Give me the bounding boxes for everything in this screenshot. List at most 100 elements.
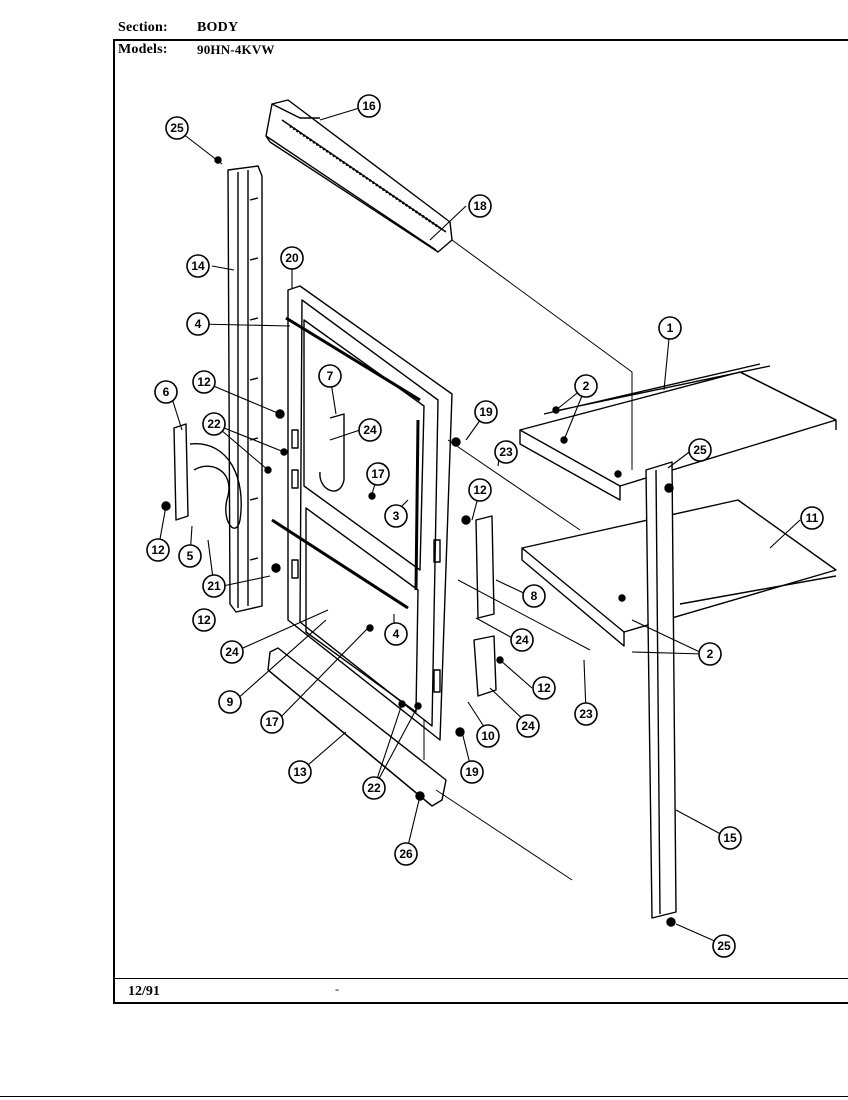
callout-number: 25 — [693, 443, 707, 457]
callout-7: 7 — [318, 364, 342, 388]
callout-4: 4 — [186, 312, 210, 336]
callout-circle — [358, 418, 382, 442]
callout-24: 24 — [358, 418, 382, 442]
callout-number: 25 — [717, 939, 731, 953]
callout-12: 12 — [468, 478, 492, 502]
models-value: 90HN-4KVW — [197, 42, 275, 57]
callout-25: 25 — [688, 438, 712, 462]
callout-number: 19 — [479, 405, 493, 419]
callout-circle — [366, 462, 390, 486]
callout-circle — [516, 714, 540, 738]
diagram-frame — [113, 39, 848, 1004]
callout-circle — [384, 504, 408, 528]
callout-10: 10 — [476, 724, 500, 748]
callout-21: 21 — [202, 574, 226, 598]
callout-number: 10 — [481, 729, 495, 743]
callout-17: 17 — [260, 710, 284, 734]
callout-circle — [712, 934, 736, 958]
callout-19: 19 — [474, 400, 498, 424]
callout-circle — [384, 622, 408, 646]
callout-circle — [218, 690, 242, 714]
callout-17: 17 — [366, 462, 390, 486]
callout-number: 24 — [515, 633, 529, 647]
callout-circle — [574, 374, 598, 398]
callout-26: 26 — [394, 842, 418, 866]
callout-number: 4 — [393, 627, 400, 641]
callout-8: 8 — [522, 584, 546, 608]
footer-divider — [113, 978, 848, 979]
callout-circle — [192, 608, 216, 632]
callout-circle — [698, 642, 722, 666]
callout-6: 6 — [154, 380, 178, 404]
callout-number: 14 — [191, 259, 205, 273]
callout-12: 12 — [192, 370, 216, 394]
callout-circle — [658, 316, 682, 340]
callout-number: 20 — [285, 251, 299, 265]
callout-number: 3 — [393, 509, 400, 523]
top-trim-part — [265, 99, 453, 253]
callout-25: 25 — [712, 934, 736, 958]
callout-circle — [362, 776, 386, 800]
right-rail-part — [645, 461, 677, 919]
section-label: Section: — [118, 20, 168, 35]
bottom-trim-part — [267, 647, 447, 807]
callout-number: 16 — [362, 99, 376, 113]
models-label: Models: — [118, 42, 168, 57]
page-bottom-rule — [0, 1096, 848, 1097]
callout-circle — [800, 506, 824, 530]
callout-19: 19 — [460, 760, 484, 784]
callout-number: 8 — [531, 589, 538, 603]
callout-25: 25 — [165, 116, 189, 140]
callout-circle — [288, 760, 312, 784]
callout-22: 22 — [202, 412, 226, 436]
callout-20: 20 — [280, 246, 304, 270]
callout-number: 24 — [363, 423, 377, 437]
callout-circle — [718, 826, 742, 850]
callout-number: 24 — [225, 645, 239, 659]
callout-14: 14 — [186, 254, 210, 278]
callout-circle — [474, 400, 498, 424]
callout-number: 18 — [473, 199, 487, 213]
upper-shelf-part — [519, 363, 837, 501]
callout-18: 18 — [468, 194, 492, 218]
callout-3: 3 — [384, 504, 408, 528]
callout-23: 23 — [494, 440, 518, 464]
callout-circle — [460, 760, 484, 784]
callout-circle — [192, 370, 216, 394]
callout-number: 2 — [707, 647, 714, 661]
callout-4: 4 — [384, 622, 408, 646]
callout-circle — [154, 380, 178, 404]
callout-number: 23 — [499, 445, 513, 459]
callout-22: 22 — [362, 776, 386, 800]
callout-number: 12 — [197, 375, 211, 389]
callout-number: 19 — [465, 765, 479, 779]
callout-circle — [178, 544, 202, 568]
callout-circle — [522, 584, 546, 608]
callout-circle — [394, 842, 418, 866]
callout-number: 22 — [367, 781, 381, 795]
callout-number: 11 — [806, 511, 819, 525]
callout-12: 12 — [532, 676, 556, 700]
callout-23: 23 — [574, 702, 598, 726]
center-bracket-part — [319, 413, 345, 492]
callout-number: 17 — [265, 715, 279, 729]
callout-number: 26 — [399, 847, 413, 861]
callout-circle — [476, 724, 500, 748]
footer-mark: - — [335, 982, 339, 996]
callout-circle — [146, 538, 170, 562]
door-frame-part — [271, 285, 453, 741]
callout-number: 12 — [151, 543, 165, 557]
lower-shelf-part — [521, 499, 837, 647]
callout-circle — [688, 438, 712, 462]
callout-number: 6 — [163, 385, 170, 399]
right-hinge-part — [475, 515, 495, 619]
callout-number: 12 — [197, 613, 211, 627]
left-rail-part — [227, 165, 263, 613]
footer-date: 12/91 — [128, 984, 160, 999]
callout-circle — [260, 710, 284, 734]
callout-number: 1 — [667, 321, 674, 335]
callout-2: 2 — [574, 374, 598, 398]
callout-number: 24 — [521, 719, 535, 733]
callout-24: 24 — [516, 714, 540, 738]
